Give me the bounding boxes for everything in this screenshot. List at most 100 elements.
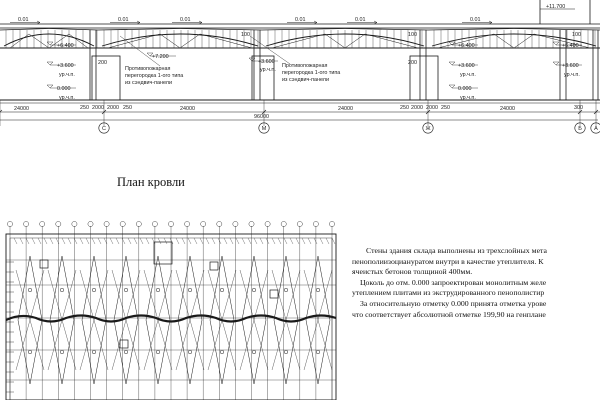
roof-drain	[315, 287, 321, 293]
dim-label: 250	[441, 105, 450, 111]
roof-grid-bubble	[87, 221, 94, 227]
roof-drain	[283, 349, 289, 355]
roof-drain	[219, 349, 225, 355]
roof-hatch-box	[209, 261, 219, 271]
note-line: ячеистых бетонов толщиной 400мм.	[352, 267, 473, 277]
level-label: 0.000	[57, 86, 71, 92]
note-line: что соответствует абсолютной отметке 199…	[352, 309, 546, 319]
level-label: +6.400	[562, 43, 579, 49]
dim-tick	[261, 109, 267, 115]
slope-arrow-head	[373, 20, 378, 25]
parapet-hatch	[211, 237, 216, 245]
truss-top-chord	[48, 28, 99, 31]
bay-dim-label: 24000	[500, 106, 515, 112]
parapet-hatch	[115, 237, 120, 245]
level-label: +3.600	[458, 63, 475, 69]
parapet-hatch	[133, 237, 138, 245]
parapet-hatch	[187, 237, 192, 245]
parapet-hatch	[109, 237, 114, 245]
parapet-hatch	[253, 237, 258, 245]
dim-tick	[593, 109, 599, 115]
level-floor-mark: ур.ч.п.	[460, 95, 476, 101]
axis-bubble-label: С	[102, 126, 106, 132]
drain-zone	[273, 255, 299, 385]
parapet-hatch	[295, 237, 300, 245]
parapet-hatch	[55, 237, 60, 245]
level-label: +6.400	[57, 43, 74, 49]
truss-top-chord	[179, 28, 263, 31]
parapet-hatch	[217, 237, 222, 245]
dim-label: 200	[98, 60, 107, 66]
parapet-hatch	[223, 237, 228, 245]
parapet-hatch	[151, 237, 156, 245]
dim-label: 200	[408, 60, 417, 66]
roof-grid-bubble	[216, 221, 223, 227]
roof-grid-bubble	[168, 221, 174, 227]
roof-grid-bubble	[200, 221, 206, 227]
parapet-hatch	[145, 237, 150, 245]
roof-grid-bubble	[119, 221, 126, 227]
roof-grid-bubble	[39, 221, 46, 227]
roof-drain	[91, 349, 97, 355]
drain-zone	[145, 255, 171, 385]
slope-label: 0.01	[180, 17, 191, 23]
parapet-hatch	[73, 237, 78, 245]
parapet-hatch	[85, 237, 90, 245]
slope-label: 0.01	[355, 17, 366, 23]
drain-zone	[209, 255, 235, 385]
truss-arch	[3, 33, 95, 47]
slope-line	[207, 269, 237, 371]
slope-line	[303, 269, 333, 371]
roof-drain	[59, 287, 65, 293]
level-label: +7.200	[152, 54, 169, 60]
drain-zone	[241, 255, 267, 385]
roof-drain	[251, 349, 257, 355]
roof-drain	[91, 287, 97, 293]
bay-dim-label: 24000	[338, 106, 353, 112]
parapet-hatch	[97, 237, 102, 245]
axis-bubble	[422, 122, 434, 134]
roof-hatch-box	[39, 259, 49, 269]
level-marker	[248, 57, 256, 62]
roof-drain	[315, 349, 321, 355]
roof-drain	[187, 349, 193, 355]
roof-drain	[123, 349, 129, 355]
parapet-hatch	[307, 237, 312, 245]
level-marker	[552, 61, 560, 66]
roof-grid-bubble	[7, 221, 13, 227]
bay-dim-label: 24000	[180, 106, 195, 112]
level-label: 0.000	[458, 86, 472, 92]
parapet-hatch	[103, 237, 108, 245]
parapet-hatch	[127, 237, 132, 245]
level-marker	[552, 41, 560, 46]
truss-top-chord	[427, 28, 515, 31]
roof-grid-bubble	[23, 221, 29, 227]
roof-grid-bubble	[184, 221, 190, 227]
roof-grid-bubble	[329, 221, 335, 227]
roof-grid-bubble	[313, 221, 319, 227]
axis-bubble	[98, 122, 110, 134]
dim-tick	[101, 109, 107, 115]
roof-drain	[219, 287, 225, 293]
parapet-hatch	[169, 237, 174, 245]
dim-tick	[425, 109, 431, 115]
parapet-hatch	[247, 237, 252, 245]
slope-line	[47, 269, 77, 371]
parapet-hatch	[289, 237, 294, 245]
parapet-hatch	[13, 237, 18, 245]
slope-label: 0.01	[118, 17, 129, 23]
parapet-hatch	[205, 237, 210, 245]
roof-grid-bubble	[264, 221, 271, 227]
dimension-ticks	[0, 100, 599, 126]
roof-hatch-box	[119, 339, 129, 349]
dim-label: 250	[123, 105, 132, 111]
level-marker	[46, 84, 54, 89]
roof-drain	[251, 287, 257, 293]
general-notes: Стены здания склада выполнены из трехсло…	[352, 246, 600, 320]
parapet-hatch	[319, 237, 324, 245]
partition-note-line: из сэндвич-панели	[282, 77, 329, 83]
axis-bubble	[258, 122, 270, 134]
truss-top-chord	[261, 28, 346, 31]
parapet-hatch	[331, 237, 336, 245]
